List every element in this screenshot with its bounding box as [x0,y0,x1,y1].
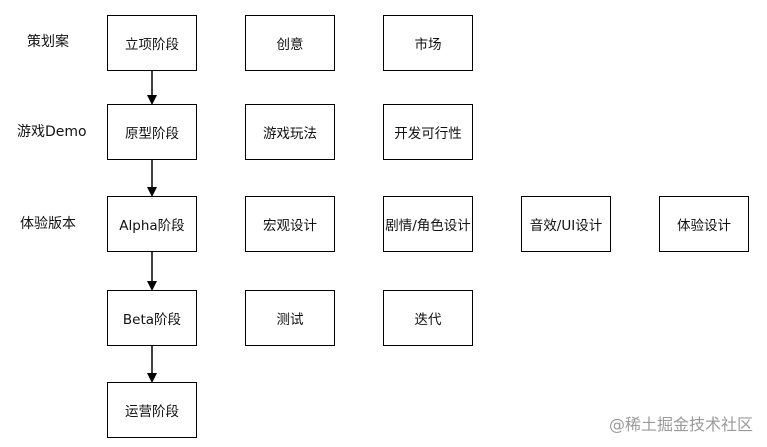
node-experience-design[interactable]: 体验设计 [659,196,749,252]
node-creativity[interactable]: 创意 [245,15,335,71]
node-iteration[interactable]: 迭代 [383,290,473,346]
row-label-trial-version: 体验版本 [20,216,76,232]
node-testing[interactable]: 测试 [245,290,335,346]
node-project-initiation-stage[interactable]: 立项阶段 [107,15,197,71]
node-alpha-stage[interactable]: Alpha阶段 [107,196,197,252]
node-beta-stage[interactable]: Beta阶段 [107,290,197,346]
node-macro-design[interactable]: 宏观设计 [245,196,335,252]
node-market[interactable]: 市场 [383,15,473,71]
row-label-demo: 游戏Demo [17,124,87,140]
node-operation-stage[interactable]: 运营阶段 [107,382,197,438]
watermark: @稀土掘金技术社区 [608,415,753,434]
node-gameplay[interactable]: 游戏玩法 [245,104,335,160]
node-development-feasibility[interactable]: 开发可行性 [383,104,473,160]
node-prototype-stage[interactable]: 原型阶段 [107,104,197,160]
row-label-proposal: 策划案 [27,34,69,50]
node-story-character-design[interactable]: 剧情/角色设计 [383,196,473,252]
node-sound-ui-design[interactable]: 音效/UI设计 [521,196,611,252]
